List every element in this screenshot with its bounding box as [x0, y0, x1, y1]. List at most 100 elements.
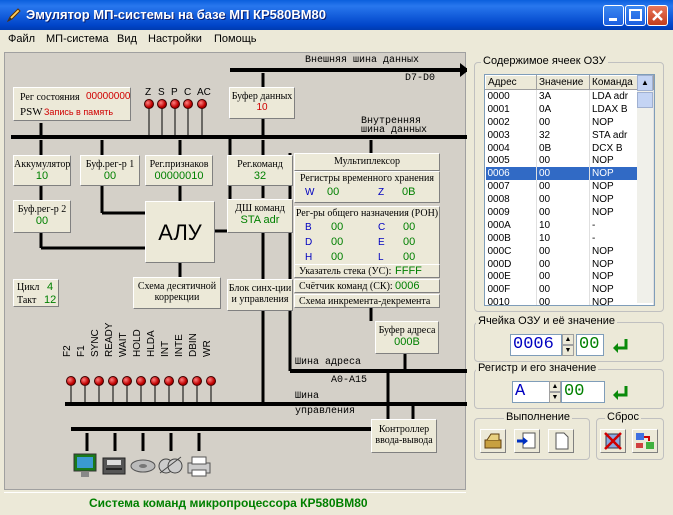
maximize-button[interactable]	[625, 5, 646, 26]
register-spin-up-icon[interactable]: ▲	[549, 381, 561, 392]
multiplexer: Мультиплексор	[294, 153, 440, 171]
ram-value-input[interactable]: 00	[576, 334, 604, 356]
register-value-input[interactable]: 00	[561, 381, 605, 403]
register-spin-down-icon[interactable]: ▼	[549, 392, 561, 403]
flag-register-value: 00000010	[154, 170, 204, 182]
address-buffer-label: Буфер адреса	[378, 325, 436, 336]
reset-memory-button[interactable]	[600, 429, 626, 453]
scroll-thumb[interactable]	[637, 92, 653, 108]
apply-ram-value-icon[interactable]	[610, 334, 632, 356]
sync-control-label-1: Блок синх-ции	[228, 283, 292, 294]
buffer-register-2-label: Буф.рег-р 2	[17, 204, 67, 215]
ram-address-input[interactable]: 0006	[510, 334, 562, 356]
reg-d-name: D	[305, 237, 313, 248]
ram-cell-value: 32	[536, 128, 590, 142]
signal-hold-label: HOLD	[132, 329, 143, 357]
pencil-app-icon	[6, 8, 21, 23]
ram-cell-address: 0004	[485, 141, 537, 155]
menu-mp-system[interactable]: МП-система	[46, 33, 109, 45]
ram-cell-address: 000E	[485, 270, 537, 284]
command-decoder: ДШ команд STA adr	[227, 199, 293, 233]
flag-p-led	[170, 99, 180, 109]
flag-z-label: Z	[145, 87, 152, 98]
new-program-button[interactable]	[548, 429, 574, 453]
ram-cell-value: 00	[536, 154, 590, 168]
status-bar: Система команд микропроцессора КР580ВМ80	[4, 492, 466, 513]
bus-lines	[11, 63, 467, 451]
cycle-value: 4	[47, 281, 54, 293]
address-spin-down-icon[interactable]: ▼	[562, 345, 574, 356]
signal-inte-label: INTE	[174, 334, 185, 357]
data-buffer-label: Буфер данных	[231, 91, 293, 102]
tape-reader-icon[interactable]	[157, 453, 183, 479]
data-buffer: Буфер данных 10	[229, 87, 295, 119]
reg-c-name: C	[378, 222, 386, 233]
signal-ready-led	[108, 376, 118, 386]
menu-view[interactable]: Вид	[117, 33, 137, 45]
execute-group-title: Выполнение	[504, 411, 573, 423]
apply-register-value-icon[interactable]	[610, 381, 632, 403]
ext-bus-range: D7-D0	[405, 73, 436, 84]
scroll-up-arrow-icon[interactable]: ▲	[637, 75, 653, 91]
temp-registers: Регистры временного хранения W 00 Z 0B	[294, 171, 440, 203]
ext-bus-label: Внешняя шина данных	[305, 55, 420, 66]
floppy-drive-icon[interactable]	[102, 455, 126, 477]
ctrl-bus-label-2: управления	[295, 406, 356, 417]
monitor-icon[interactable]	[73, 453, 97, 479]
register-name-select[interactable]: A	[512, 381, 550, 403]
minimize-button[interactable]	[603, 5, 624, 26]
flag-c-label: C	[184, 87, 192, 98]
ram-header-address[interactable]: Адрес	[485, 75, 537, 90]
status-register: Рег состояния 00000000 PSW Запись в памя…	[13, 87, 131, 121]
stack-pointer-label: Указатель стека (УС):	[299, 266, 392, 277]
temp-registers-label: Регистры временного хранения	[300, 173, 434, 184]
menu-help[interactable]: Помощь	[214, 33, 257, 45]
ram-header-value[interactable]: Значение	[536, 75, 590, 90]
menu-bar: Файл МП-система Вид Настройки Помощь	[0, 30, 673, 50]
printer-icon[interactable]	[186, 455, 212, 477]
step-button[interactable]	[514, 429, 540, 453]
signal-int-label: INT	[160, 340, 171, 357]
ram-cell-value: 00	[536, 270, 590, 284]
close-button[interactable]	[647, 5, 668, 26]
menu-settings[interactable]: Настройки	[148, 33, 202, 45]
ram-cell-value: 00	[536, 167, 590, 181]
run-button[interactable]	[480, 429, 506, 453]
menu-file[interactable]: Файл	[8, 33, 36, 45]
reset-cpu-button[interactable]	[632, 429, 658, 453]
reg-z-name: Z	[378, 187, 385, 198]
signal-f1-label: F1	[76, 345, 87, 357]
step-icon	[517, 432, 536, 449]
ram-scrollbar[interactable]: ▲	[637, 75, 653, 303]
status-text: Система команд микропроцессора КР580ВМ80	[89, 496, 368, 510]
signal-wr-label: WR	[202, 340, 213, 357]
buffer-register-2: Буф.рег-р 2 00	[13, 200, 71, 233]
disk-drive-icon[interactable]	[130, 455, 156, 477]
ram-cell-value: 00	[536, 180, 590, 194]
reg-e-name: E	[378, 237, 385, 248]
flag-register: Рег.признаков 00000010	[145, 155, 213, 186]
ram-cell-address: 0000	[485, 89, 537, 103]
flag-c-led	[183, 99, 193, 109]
address-spin-up-icon[interactable]: ▲	[562, 334, 574, 345]
ctrl-bus-label-1: Шина	[295, 391, 320, 402]
